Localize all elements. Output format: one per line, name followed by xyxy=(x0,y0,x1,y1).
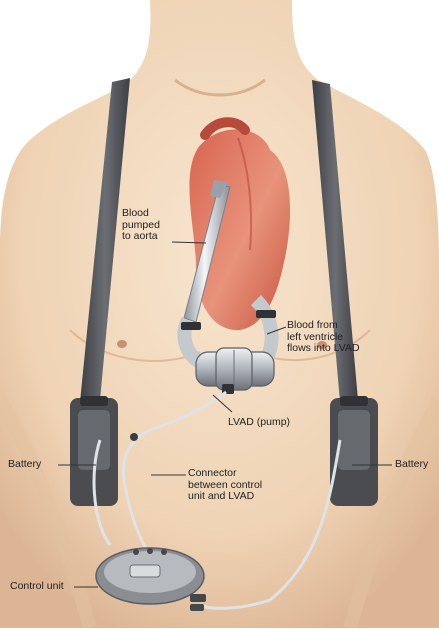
label-control-unit: Control unit xyxy=(10,581,64,593)
label-lvad-pump: LVAD (pump) xyxy=(228,417,290,429)
label-connector: Connector between control unit and LVAD xyxy=(188,468,262,503)
label-battery-right: Battery xyxy=(395,459,428,471)
label-blood-from-ventricle: Blood from left ventricle flows into LVA… xyxy=(287,320,360,355)
label-battery-left: Battery xyxy=(8,459,41,471)
label-blood-to-aorta: Blood pumped to aorta xyxy=(122,208,160,243)
